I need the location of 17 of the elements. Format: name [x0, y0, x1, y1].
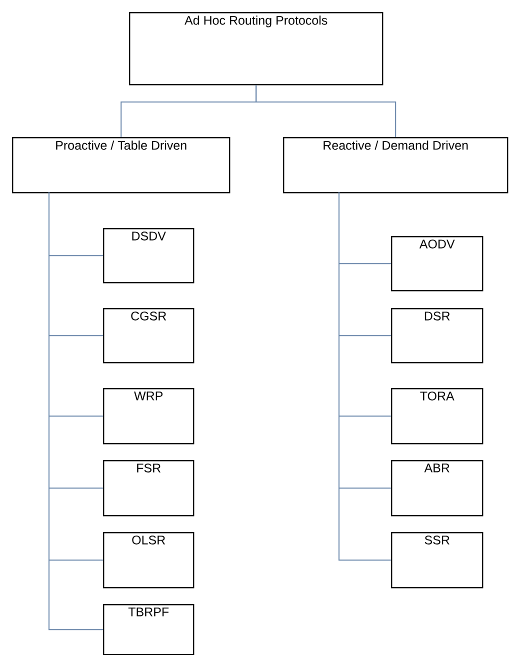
connector-line [256, 84, 396, 138]
protocol-box: DSDV [103, 228, 194, 284]
protocol-box: SSR [391, 532, 484, 588]
protocol-box: ABR [391, 460, 484, 516]
category-box: Reactive / Demand Driven [283, 137, 508, 194]
connector-line [338, 192, 392, 561]
connector-line [48, 192, 104, 630]
protocol-box: DSR [391, 308, 484, 364]
root-box: Ad Hoc Routing Protocols [129, 12, 384, 86]
protocol-box: OLSR [103, 532, 194, 588]
protocol-box: FSR [103, 460, 194, 516]
protocol-box: WRP [103, 388, 194, 444]
protocol-box: TORA [391, 388, 484, 444]
protocol-box: CGSR [103, 308, 194, 364]
category-box: Proactive / Table Driven [12, 137, 230, 194]
protocol-box: AODV [391, 236, 484, 292]
protocol-box: TBRPF [103, 604, 194, 655]
